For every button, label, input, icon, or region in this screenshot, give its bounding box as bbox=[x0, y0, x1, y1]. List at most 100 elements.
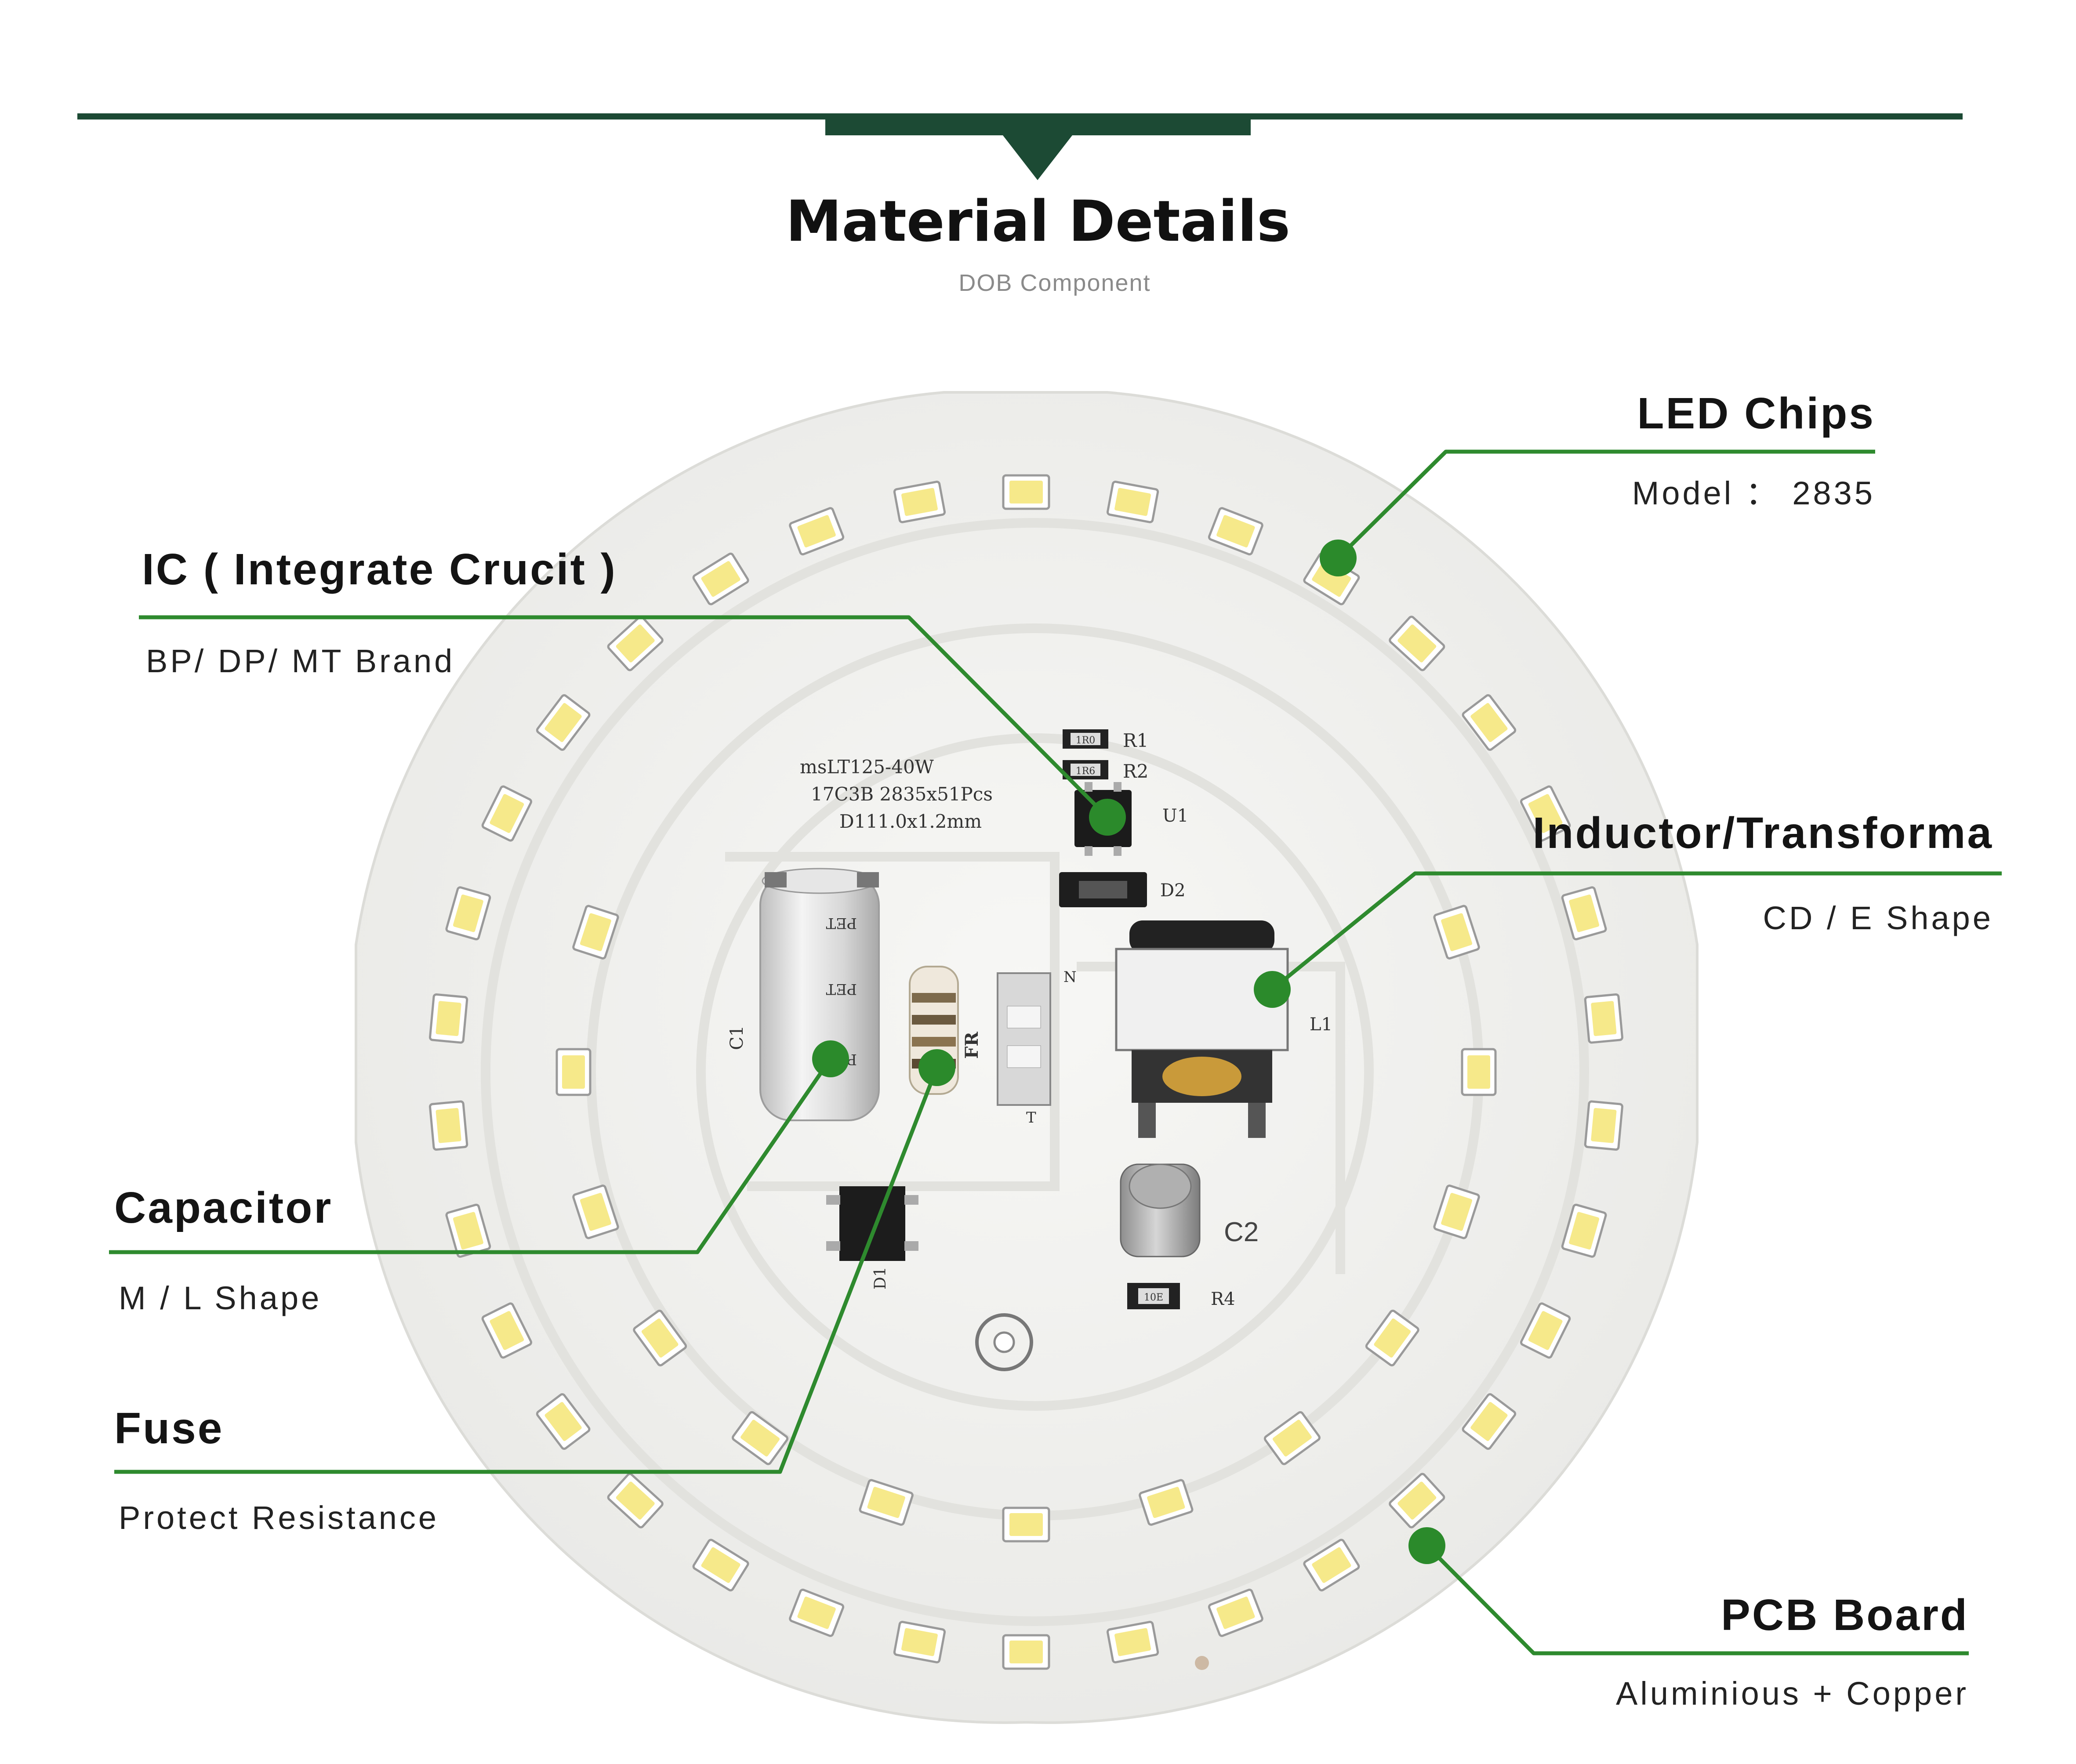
led-chip bbox=[1002, 1507, 1050, 1543]
led-chip bbox=[1520, 1302, 1571, 1359]
callout-ic: IC ( Integrate Crucit ) BP/ DP/ MT Brand bbox=[142, 545, 617, 679]
led-chip bbox=[1139, 1479, 1194, 1526]
led-chip bbox=[429, 993, 468, 1044]
svg-text:1R0: 1R0 bbox=[1076, 735, 1096, 746]
inductor-dot bbox=[1254, 971, 1291, 1008]
capacitor-dot bbox=[812, 1040, 849, 1077]
ic-title: IC ( Integrate Crucit ) bbox=[142, 545, 617, 594]
header: Material Details DOB Component bbox=[77, 113, 1963, 296]
led-chip bbox=[1433, 1184, 1480, 1239]
pcb-subtitle: Aluminious + Copper bbox=[1616, 1675, 1969, 1712]
resistor-r2: 1R6 R2 bbox=[1063, 760, 1148, 782]
fuse-subtitle: Protect Resistance bbox=[119, 1500, 439, 1536]
led-chip bbox=[572, 905, 619, 960]
board-model-label: msLT125-40W bbox=[800, 756, 934, 778]
led-chip bbox=[481, 1302, 533, 1359]
svg-text:FR: FR bbox=[962, 1032, 982, 1059]
svg-text:U1: U1 bbox=[1162, 806, 1188, 826]
capacitor-title: Capacitor bbox=[114, 1183, 333, 1232]
led-chip bbox=[429, 1100, 468, 1151]
callout-dots bbox=[812, 540, 1445, 1564]
led-chip bbox=[572, 1184, 619, 1239]
led-chip bbox=[1208, 507, 1263, 556]
svg-text:N: N bbox=[1063, 968, 1077, 986]
fuse-leader-line bbox=[114, 1067, 939, 1474]
ic-subtitle: BP/ DP/ MT Brand bbox=[146, 643, 455, 679]
led-chip bbox=[1002, 1634, 1050, 1670]
led-chip bbox=[445, 886, 491, 941]
pcb-leader-line bbox=[1425, 1544, 1969, 1655]
resistor-r4: 10E R4 bbox=[1127, 1283, 1235, 1309]
inductor-title: Inductor/Transforma bbox=[1533, 808, 1993, 858]
pcb-title: PCB Board bbox=[1721, 1590, 1969, 1640]
led-chip bbox=[536, 694, 591, 751]
led-chip bbox=[789, 507, 845, 556]
page-subtitle: DOB Component bbox=[958, 270, 1151, 296]
led-chip bbox=[1462, 694, 1517, 751]
led-chip bbox=[893, 481, 946, 523]
pcb-dot bbox=[1408, 1527, 1445, 1564]
header-pointer-icon bbox=[1003, 135, 1072, 180]
led-chip bbox=[1365, 1309, 1419, 1366]
led-chip bbox=[1263, 1411, 1321, 1465]
svg-text:T: T bbox=[1026, 1109, 1036, 1126]
led-chip bbox=[555, 1048, 592, 1096]
inductor-subtitle: CD / E Shape bbox=[1763, 900, 1993, 936]
diode-d2: D2 bbox=[1059, 872, 1186, 907]
capacitor-c2: C2 bbox=[1120, 1163, 1259, 1257]
led-chip bbox=[1303, 1539, 1360, 1592]
board-size-label: D111.0x1.2mm bbox=[839, 811, 982, 832]
svg-text:10E: 10E bbox=[1144, 1292, 1163, 1303]
callout-lines bbox=[109, 449, 2002, 1655]
page-title: Material Details bbox=[786, 189, 1290, 254]
svg-text:D1: D1 bbox=[871, 1267, 889, 1289]
svg-text:C2: C2 bbox=[1224, 1217, 1259, 1247]
ic-dot bbox=[1089, 799, 1126, 836]
led-chip bbox=[1433, 905, 1480, 960]
svg-text:R2: R2 bbox=[1123, 761, 1148, 782]
led-chip bbox=[1002, 474, 1050, 510]
led-chip-array bbox=[429, 474, 1623, 1670]
callout-inductor: Inductor/Transforma CD / E Shape bbox=[1533, 808, 1993, 936]
svg-text:PET: PET bbox=[826, 914, 857, 932]
led-chip bbox=[893, 1621, 946, 1663]
ic-leader-line bbox=[139, 615, 1109, 819]
led-chip bbox=[692, 552, 749, 605]
led-chip bbox=[607, 1473, 664, 1529]
capacitor-subtitle: M / L Shape bbox=[119, 1280, 322, 1316]
led-chip bbox=[1561, 1203, 1607, 1258]
callout-pcb: PCB Board Aluminious + Copper bbox=[1616, 1590, 1969, 1712]
board-spec-label: 17C3B 2835x51Pcs bbox=[811, 783, 993, 805]
led-chip bbox=[1461, 1048, 1497, 1096]
bridge-d1: D1 bbox=[826, 1186, 918, 1289]
led-chips-title: LED Chips bbox=[1637, 389, 1875, 438]
callout-fuse: Fuse Protect Resistance bbox=[114, 1404, 439, 1536]
pcb-marker-dot bbox=[1195, 1656, 1209, 1670]
led-chip bbox=[1584, 993, 1623, 1044]
capacitor-leader-line bbox=[109, 1058, 832, 1254]
led-chip bbox=[536, 1393, 591, 1450]
svg-text:L1: L1 bbox=[1310, 1014, 1332, 1035]
led-chips-leader-line bbox=[1336, 449, 1875, 560]
rectifier-component: N T bbox=[997, 968, 1077, 1126]
led-chips-subtitle: Model ： 2835 bbox=[1632, 475, 1875, 511]
svg-text:R4: R4 bbox=[1211, 1289, 1235, 1309]
led-chip bbox=[1561, 886, 1607, 941]
inductor-leader-line bbox=[1271, 871, 2002, 991]
svg-text:R1: R1 bbox=[1123, 730, 1148, 751]
led-chip bbox=[633, 1309, 687, 1366]
led-chip bbox=[1106, 481, 1159, 523]
led-chips-dot bbox=[1320, 540, 1357, 576]
led-chip bbox=[1462, 1393, 1517, 1450]
header-divider-tab bbox=[825, 113, 1251, 135]
svg-text:C1: C1 bbox=[727, 1025, 747, 1050]
svg-text:PET: PET bbox=[826, 980, 857, 998]
led-chip bbox=[1584, 1100, 1623, 1151]
fuse-title: Fuse bbox=[114, 1404, 224, 1453]
led-chip bbox=[481, 785, 533, 842]
led-chip bbox=[789, 1588, 845, 1637]
callout-led-chips: LED Chips Model ： 2835 bbox=[1632, 389, 1875, 511]
led-chip bbox=[1520, 785, 1571, 842]
pcb-board-image: msLT125-40W 17C3B 2835x51Pcs D111.0x1.2m… bbox=[355, 391, 1699, 1724]
fuse-dot bbox=[918, 1049, 955, 1086]
